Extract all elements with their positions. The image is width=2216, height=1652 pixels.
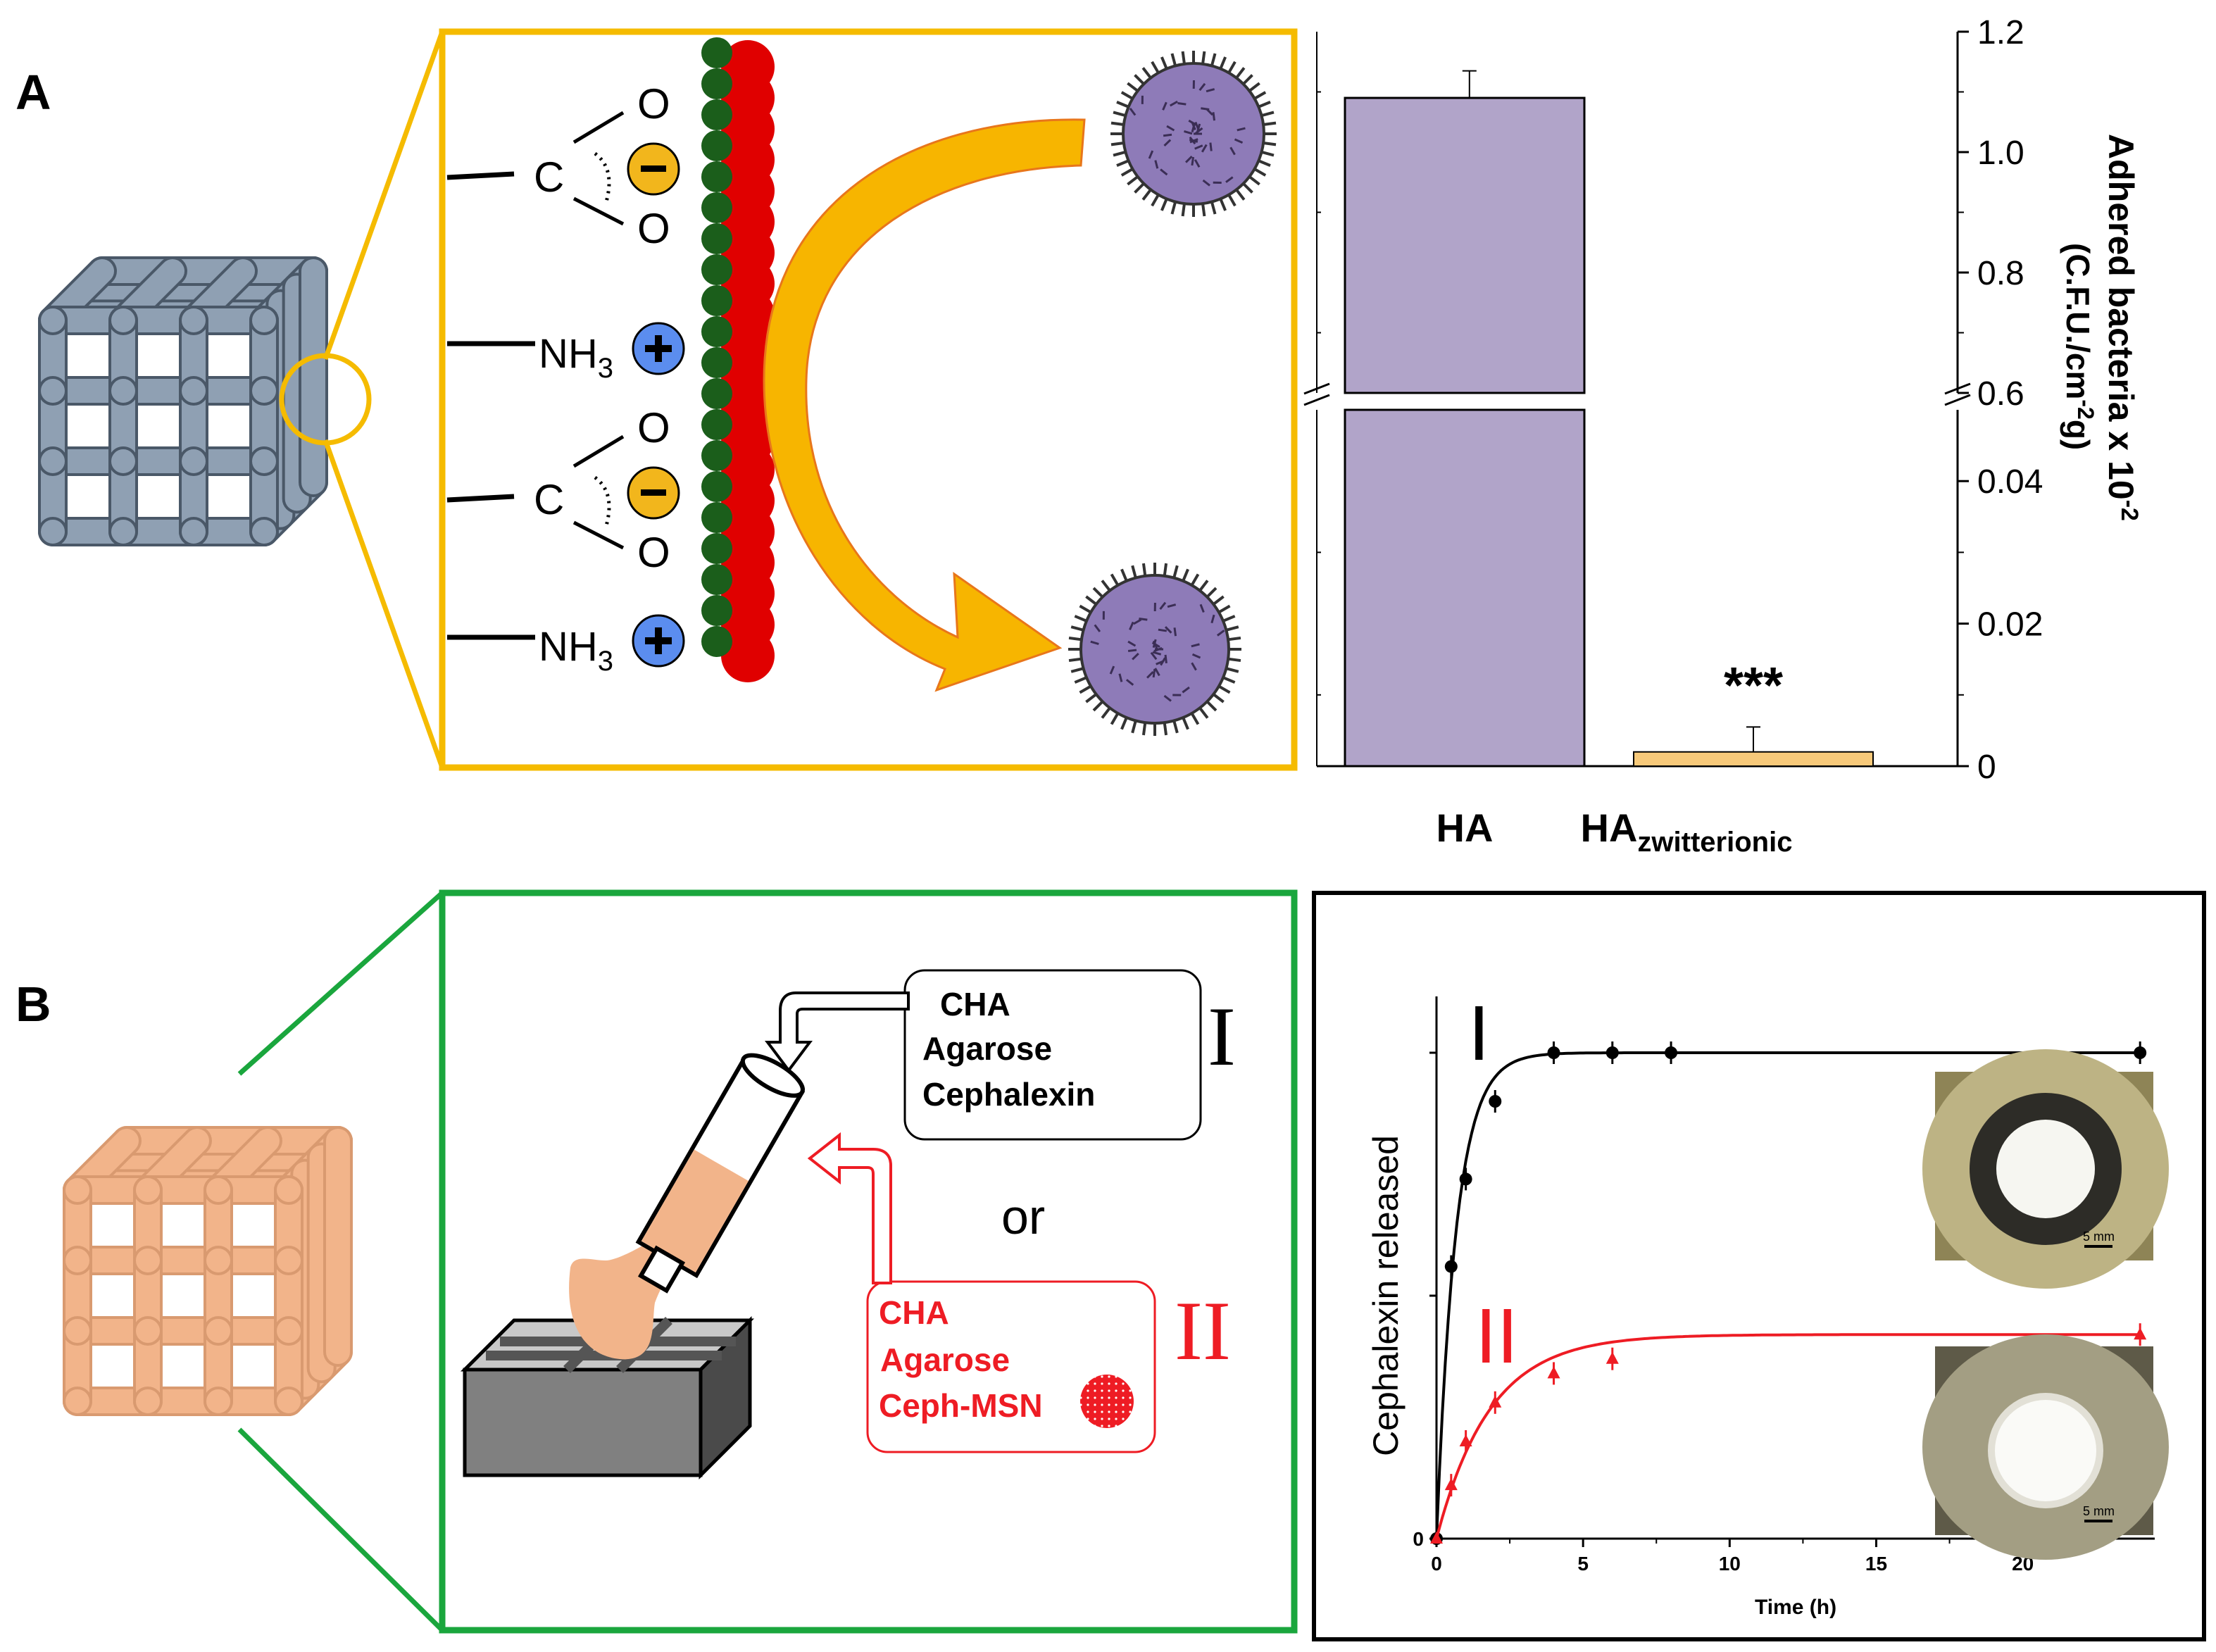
- scale-bar-label: 5 mm: [2083, 1229, 2115, 1244]
- data-point: [1430, 1532, 1443, 1544]
- zoom-frame-b: [439, 889, 1298, 1634]
- y-tick-label: 1.2: [1977, 14, 2024, 51]
- zoom-line-top: [323, 30, 445, 361]
- bar: [1633, 751, 1874, 768]
- anion-sphere: [701, 37, 732, 68]
- bacterium-icon: [1068, 563, 1241, 736]
- significance-label: ***: [1724, 658, 1783, 714]
- formulation-I-line: CHA: [940, 986, 1010, 1022]
- formulation-II-arrow: [807, 1132, 892, 1284]
- orange-scaffold-cube: [63, 1126, 353, 1416]
- zoom-frame-a: [439, 28, 1298, 771]
- category-label: HA: [1436, 806, 1494, 850]
- y-tick-label: 0.02: [1977, 606, 2043, 644]
- inhibition-zone-photo-I: 5 mm: [1922, 1049, 2169, 1289]
- zoom-line-bottom-b: [237, 1427, 444, 1632]
- ammonium-group-2: NH3: [447, 614, 685, 677]
- formulation-II-line: Agarose: [880, 1341, 1010, 1378]
- bacterium-icon: [1110, 51, 1277, 217]
- oxygen-label: O: [637, 80, 670, 127]
- zoom-line-top-b: [237, 891, 444, 1076]
- panel-label-a: A: [15, 65, 51, 120]
- anion-sphere: [701, 285, 732, 316]
- panel-label-b: B: [15, 977, 51, 1032]
- x-axis-title: Time (h): [1755, 1596, 1836, 1619]
- svg-text:NH3: NH3: [539, 331, 613, 384]
- y-tick-label: 1.0: [1977, 134, 2024, 172]
- anion-sphere: [701, 316, 732, 347]
- anion-sphere: [701, 533, 732, 564]
- formulation-II-line: CHA: [879, 1294, 949, 1331]
- y-tick-label: 0: [1413, 1528, 1424, 1550]
- anion-sphere: [701, 440, 732, 471]
- x-tick-label: 0: [1431, 1553, 1442, 1575]
- anion-sphere: [701, 130, 732, 161]
- scale-bar-label: 5 mm: [2083, 1504, 2115, 1518]
- formulation-II-line: Ceph-MSN: [879, 1387, 1043, 1424]
- anion-sphere: [701, 378, 732, 409]
- zoom-line-bottom: [323, 439, 445, 769]
- carbon-label: C: [534, 476, 564, 523]
- y-tick-label: 0: [1977, 749, 1996, 786]
- series-label-I: I: [1468, 990, 1490, 1077]
- or-label: or: [1001, 1189, 1045, 1244]
- gray-scaffold-cube: [38, 256, 328, 546]
- category-label: HAzwitterionic: [1581, 806, 1793, 858]
- print-bed-block: [460, 1315, 755, 1480]
- formulation-I-line: Cephalexin: [922, 1076, 1095, 1113]
- inhibition-zone-photo-II: 5 mm: [1922, 1334, 2169, 1560]
- y-tick-label: 0.8: [1977, 255, 2024, 292]
- svg-text:NH3: NH3: [539, 624, 613, 677]
- anion-sphere: [701, 99, 732, 130]
- carboxylate-group-1: C O O: [446, 80, 680, 252]
- x-tick-label: 5: [1577, 1553, 1589, 1575]
- anion-sphere: [701, 502, 732, 533]
- ammonium-group-1: NH3: [447, 322, 685, 384]
- carboxylate-group-2: C O O: [446, 404, 680, 576]
- oxygen-label: O: [637, 205, 670, 252]
- oxygen-label: O: [637, 529, 670, 576]
- bar-lower-segment: [1344, 408, 1586, 768]
- y-axis-title: Cephalexin released: [1366, 1135, 1406, 1456]
- anion-sphere: [701, 564, 732, 595]
- cation-sphere: [721, 629, 775, 682]
- carbon-label: C: [534, 154, 564, 201]
- anion-sphere: [701, 409, 732, 440]
- roman-I-label: I: [1208, 989, 1236, 1083]
- anion-sphere: [701, 68, 732, 99]
- zoom-circle: [279, 353, 372, 446]
- bar-upper-segment: [1344, 96, 1586, 394]
- repel-arrow: [763, 118, 1086, 692]
- syringe-icon: [635, 1053, 806, 1294]
- anion-sphere: [701, 254, 732, 285]
- oxygen-label: O: [637, 404, 670, 451]
- y-tick-label: 0.6: [1977, 375, 2024, 413]
- formulation-I-line: Agarose: [922, 1030, 1052, 1067]
- y-tick-label: 0.04: [1977, 463, 2043, 501]
- zwitterion-chain: [701, 37, 775, 682]
- anion-sphere: [701, 161, 732, 192]
- formulation-I-arrow: [765, 991, 910, 1073]
- roman-II-label: II: [1175, 1284, 1231, 1377]
- anion-sphere: [701, 347, 732, 378]
- series-label-II: II: [1475, 1293, 1518, 1379]
- msn-nanoparticle-icon: [1080, 1375, 1134, 1428]
- y-axis-title: Adhered bacteria x 10-2: [2101, 134, 2143, 521]
- anion-sphere: [701, 595, 732, 626]
- x-tick-label: 10: [1719, 1553, 1741, 1575]
- fit-curve: [1435, 1333, 2137, 1539]
- y-axis-unit: (C.F.U./cm-2g): [2060, 243, 2098, 450]
- anion-sphere: [701, 223, 732, 254]
- anion-sphere: [701, 471, 732, 502]
- anion-sphere: [701, 192, 732, 223]
- formulation-I-box: [903, 969, 1202, 1141]
- x-tick-label: 15: [1865, 1553, 1887, 1575]
- anion-sphere: [701, 626, 732, 657]
